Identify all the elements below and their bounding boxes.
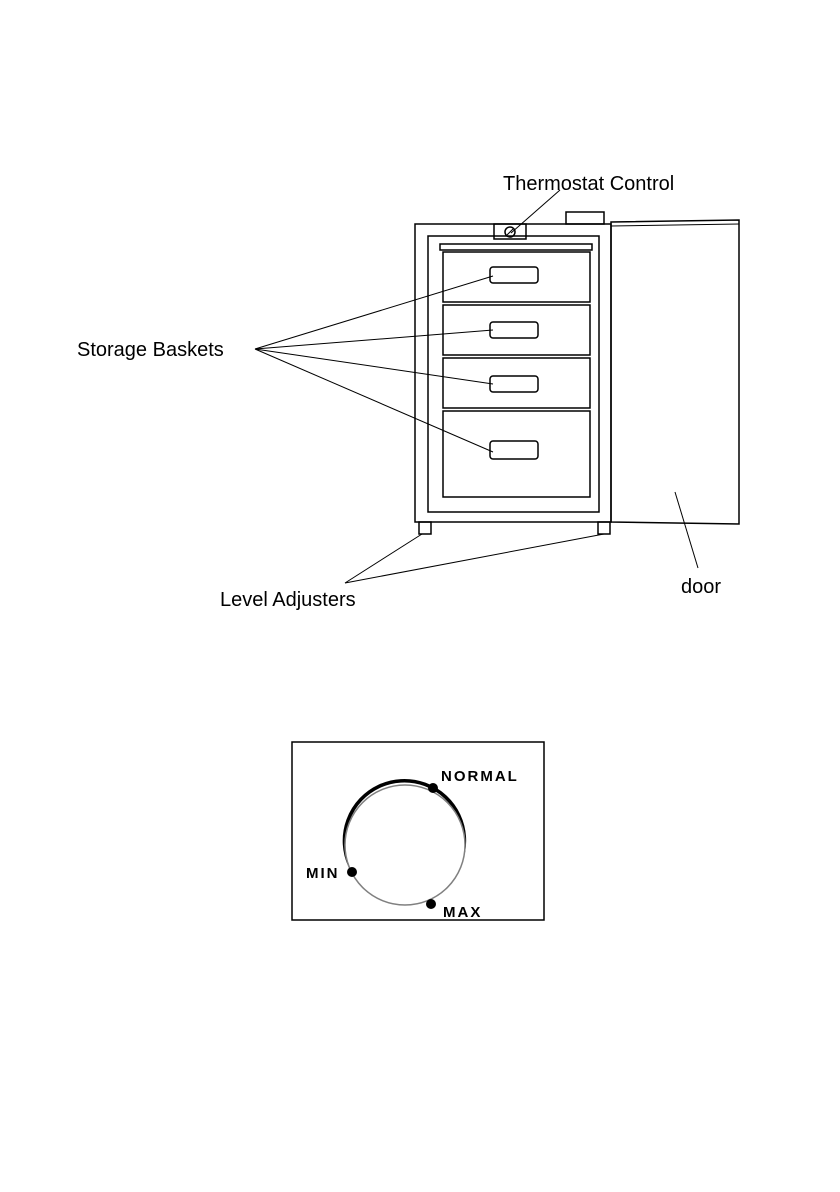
normal-label: NORMAL (441, 768, 519, 785)
freezer-door (611, 220, 739, 524)
cabinet-outer (415, 224, 611, 522)
basket-2-leader (255, 330, 493, 349)
cabinet-inner (428, 236, 599, 512)
storage-baskets-label: Storage Baskets (77, 339, 224, 361)
max-marker (426, 899, 436, 909)
door-label: door (681, 576, 721, 598)
min-label: MIN (306, 865, 340, 882)
basket-2 (443, 305, 590, 355)
thermostat-leader (511, 190, 560, 233)
thermostat-dial-panel: NORMAL MIN MAX (292, 742, 544, 921)
level-adjuster-right (598, 522, 610, 534)
level-adjusters-label: Level Adjusters (220, 589, 356, 611)
top-hinge (566, 212, 604, 224)
basket-1 (443, 252, 590, 302)
door-panel (611, 220, 739, 524)
level-adjuster-left (419, 522, 431, 534)
basket-1-leader (255, 276, 493, 349)
basket-2-handle (490, 322, 538, 338)
normal-marker (428, 783, 438, 793)
freezer-cabinet (415, 212, 611, 534)
door-leader (675, 492, 698, 568)
basket-3-handle (490, 376, 538, 392)
basket-4-leader (255, 349, 493, 452)
dial-knob (345, 785, 465, 905)
basket-4 (443, 411, 590, 497)
basket-1-handle (490, 267, 538, 283)
top-rail (440, 244, 592, 250)
basket-3 (443, 358, 590, 408)
leader-lines (255, 190, 698, 583)
basket-4-handle (490, 441, 538, 459)
thermostat-label: Thermostat Control (503, 173, 674, 195)
min-marker (347, 867, 357, 877)
max-label: MAX (443, 904, 482, 921)
